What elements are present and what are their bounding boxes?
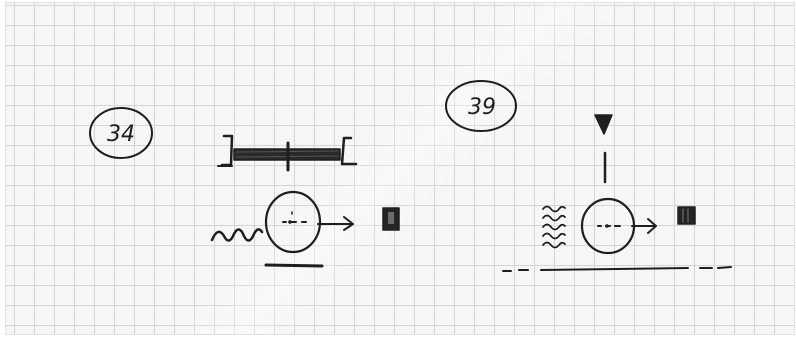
number-39-badge: 39 <box>446 81 516 131</box>
sketch-39: 39 <box>446 81 731 271</box>
sketch-34: 34 <box>90 108 399 266</box>
arrow-icon <box>632 219 656 233</box>
triangle-icon <box>595 115 612 134</box>
circle-icon <box>266 192 320 252</box>
circle-icon <box>582 199 634 253</box>
number-34-badge: 34 <box>90 108 152 158</box>
number-39-label: 39 <box>468 95 496 120</box>
squiggle-icon <box>543 207 565 248</box>
square-icon <box>678 207 695 224</box>
number-34-label: 34 <box>107 122 135 147</box>
dashed-line-icon <box>503 267 731 271</box>
wave-icon <box>212 229 262 240</box>
arrow-icon <box>318 217 353 230</box>
square-icon <box>383 208 399 230</box>
bar-icon <box>218 136 356 170</box>
underline <box>266 265 322 266</box>
